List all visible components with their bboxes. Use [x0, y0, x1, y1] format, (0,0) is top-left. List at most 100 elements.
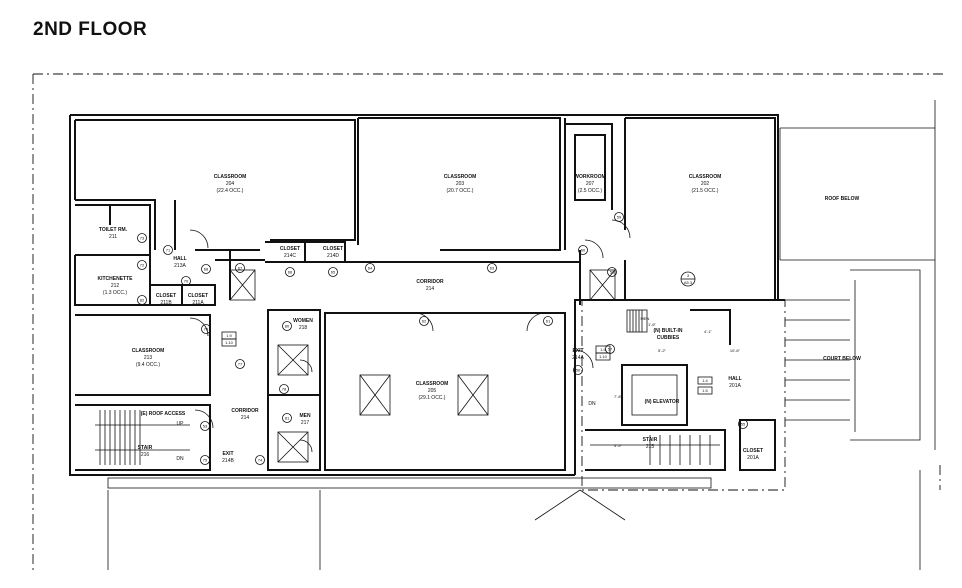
door-tag-number: 66	[288, 270, 293, 275]
door-tag-circle	[255, 455, 265, 465]
door-tag-number: 57	[608, 347, 613, 352]
door-tag-number: 71	[166, 248, 171, 253]
property-line	[32, 73, 945, 570]
closet-211a-name: CLOSET	[188, 293, 208, 299]
kitchenette-212-occ: (1.3 OCC.)	[103, 290, 128, 296]
court-outline	[850, 269, 921, 441]
closet-211a-number: 211A	[192, 300, 204, 306]
classroom-204-number: 204	[226, 181, 235, 187]
exit-214a-name: EXIT	[572, 348, 583, 354]
stair-215-dn: DN	[588, 401, 596, 407]
page-title: 2ND FLOOR	[33, 19, 148, 40]
classroom-203-name: CLASSROOM	[444, 174, 477, 180]
door-tag-number: 68	[204, 267, 209, 272]
door-tag-circle	[738, 419, 748, 429]
classroom-205-number: 205	[428, 388, 437, 394]
door-tag-number: 59	[617, 215, 622, 220]
dimension-label: 5'-5"	[614, 443, 623, 448]
skylight-1	[359, 374, 391, 416]
closet-214d-number: 214D	[327, 253, 339, 259]
kitchenette-212-number: 212	[111, 283, 120, 289]
stair-216-walls	[75, 404, 211, 471]
classroom-202-walls	[624, 117, 776, 300]
door-tag-circle	[235, 263, 245, 273]
classroom-213-number: 213	[144, 355, 153, 361]
exterior-wall	[69, 114, 779, 476]
skylight-cross	[359, 374, 489, 416]
svg-text:1.9: 1.9	[226, 333, 232, 338]
ref-box-14: 1.4 1.5	[697, 376, 713, 395]
door-tag-number: 67	[238, 266, 243, 271]
classroom-203-occ: (20.7 OCC.)	[447, 188, 474, 194]
stair-216-up: UP	[177, 421, 185, 427]
door-tag-circle	[200, 421, 210, 431]
door-tag-circle	[578, 245, 588, 255]
door-tag-number: 64	[368, 266, 373, 271]
stair-216-dn: DN	[176, 456, 184, 462]
exit-214a-number: 214A	[572, 355, 584, 361]
exit-214b-number: 214B	[222, 458, 234, 464]
svg-text:1.10: 1.10	[225, 340, 234, 345]
closet-201a-number: 201A	[747, 455, 759, 461]
stair-216-number: 216	[141, 452, 150, 458]
women-218-name: WOMEN	[293, 318, 313, 324]
door-tag-number: 55	[741, 422, 746, 427]
door-tag-circle	[573, 365, 583, 375]
court-below-label: COURT BELOW	[823, 356, 861, 362]
workroom-207-number: 207	[586, 181, 595, 187]
men-vertical-mark: MEN	[641, 316, 650, 321]
workroom-207-occ: (2.5 OCC.)	[578, 188, 603, 194]
closet-214d-name: CLOSET	[323, 246, 343, 252]
door-tag-circle	[201, 324, 211, 334]
door-tag-number: 53	[203, 424, 208, 429]
door-tag-number: 62	[422, 319, 427, 324]
section-marker: 3 A5.3	[680, 271, 696, 287]
door-tag-circle	[137, 295, 147, 305]
stair-216-treads	[95, 410, 190, 465]
classroom-213-name: CLASSROOM	[132, 348, 165, 354]
stair-215-treads	[590, 435, 720, 465]
door-tag-number: 77	[238, 362, 243, 367]
door-tag-circle	[365, 263, 375, 273]
svg-text:3: 3	[687, 273, 690, 278]
hall-201a-number: 201A	[729, 383, 741, 389]
roof-below-outline	[779, 100, 936, 450]
door-tag-number: 76	[204, 327, 209, 332]
cubbies-lines	[629, 310, 643, 332]
toilet-211-number: 211	[109, 234, 117, 240]
svg-text:1.4: 1.4	[702, 378, 708, 383]
classroom-202-name: CLASSROOM	[689, 174, 722, 180]
door-tag-number: 80	[285, 324, 290, 329]
toilet-kitchenette-walls	[74, 204, 151, 306]
corridor-skylight-east-cross	[589, 269, 616, 301]
classroom-205-occ: (29.1 OCC.)	[419, 395, 446, 401]
corridor-214-lower-name: CORRIDOR	[231, 408, 259, 414]
svg-text:1.9: 1.9	[600, 347, 606, 352]
door-tag-number: 72	[140, 263, 145, 268]
men-217-number: 217	[301, 420, 310, 426]
door-tag-number: 81	[285, 416, 290, 421]
classroom-202-occ: (21.5 OCC.)	[692, 188, 719, 194]
corridor-214-walls	[215, 250, 581, 305]
door-tag-number: 70	[184, 279, 189, 284]
door-tag-circle	[137, 260, 147, 270]
classroom-204-occ: (22.4 OCC.)	[217, 188, 244, 194]
classroom-204-walls	[74, 119, 356, 250]
stair-216-name: STAIR	[138, 445, 153, 451]
hall-closet-201a-walls	[690, 309, 776, 471]
classroom-213-occ: (9.4 OCC.)	[136, 362, 161, 368]
door-tag-number: 60	[581, 248, 586, 253]
stair-215-number: 215	[646, 444, 655, 450]
closets-214-walls	[265, 241, 346, 263]
door-tag-circle	[487, 263, 497, 273]
door-tag-circle	[543, 316, 553, 326]
classroom-213-walls	[75, 314, 211, 396]
door-tag-circle	[137, 233, 147, 243]
workroom-207-walls	[564, 118, 613, 250]
ref-box-19: 1.9 1.10	[221, 331, 237, 347]
door-tag-circle	[200, 455, 210, 465]
door-tag-circle	[328, 267, 338, 277]
corridor-skylight-west	[229, 269, 256, 301]
